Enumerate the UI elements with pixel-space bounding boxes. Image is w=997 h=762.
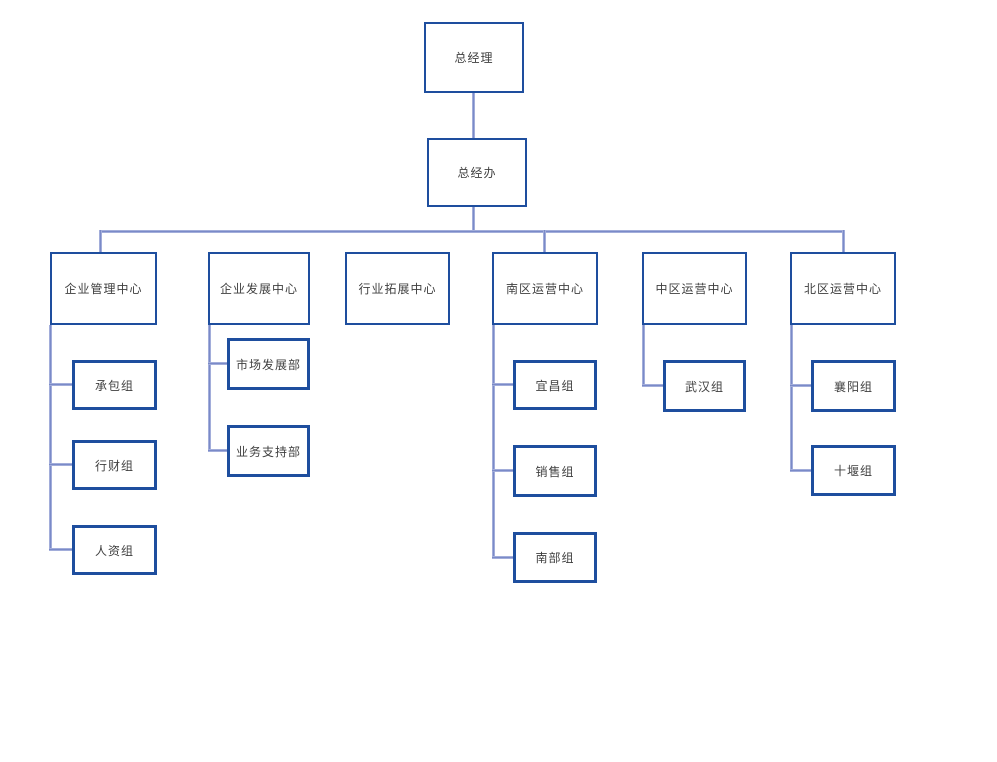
connector-gm-gmo: [472, 93, 475, 138]
org-node-southern-group[interactable]: 南部组: [513, 532, 597, 583]
connector-c2-spine: [208, 323, 211, 452]
org-node-admin-finance-group[interactable]: 行财组: [72, 440, 157, 490]
org-node-label: 总经办: [457, 166, 497, 180]
org-node-label: 襄阳组: [833, 379, 873, 394]
org-node-label: 承包组: [94, 378, 134, 393]
connector-c1b-stub: [49, 463, 72, 466]
org-node-industry-expansion-center[interactable]: 行业拓展中心: [345, 252, 450, 325]
connector-c6b-stub: [790, 469, 811, 472]
org-node-enterprise-mgmt-center[interactable]: 企业管理中心: [50, 252, 157, 325]
org-node-label: 北区运营中心: [803, 282, 882, 296]
org-node-gm-office[interactable]: 总经办: [427, 138, 527, 207]
org-node-label: 总经理: [454, 51, 494, 65]
org-node-central-ops-center[interactable]: 中区运营中心: [642, 252, 747, 325]
org-node-hr-group[interactable]: 人资组: [72, 525, 157, 575]
connector-drop-c6: [842, 230, 845, 253]
org-node-contracting-group[interactable]: 承包组: [72, 360, 157, 410]
org-node-label: 中区运营中心: [655, 282, 734, 296]
connector-c4-spine: [492, 325, 495, 559]
org-node-label: 行业拓展中心: [358, 282, 437, 296]
connector-trunk: [99, 230, 845, 233]
connector-gmo-trunk: [472, 207, 475, 232]
connector-c2b-stub: [208, 449, 227, 452]
connector-c6-spine: [790, 325, 793, 472]
connector-c5a-stub: [642, 384, 663, 387]
org-node-south-ops-center[interactable]: 南区运营中心: [492, 252, 598, 325]
org-node-label: 武汉组: [684, 379, 724, 394]
connector-c5-spine: [642, 325, 645, 387]
connector-c1-spine: [49, 325, 52, 551]
connector-c4c-stub: [492, 556, 513, 559]
org-node-market-dev-dept[interactable]: 市场发展部: [227, 338, 310, 390]
org-node-label: 企业发展中心: [219, 282, 298, 296]
org-node-sales-group[interactable]: 销售组: [513, 445, 597, 497]
org-node-yichang-group[interactable]: 宜昌组: [513, 360, 597, 410]
connector-c6a-stub: [790, 384, 811, 387]
connector-c2a-stub: [208, 362, 227, 365]
org-node-label: 企业管理中心: [64, 282, 143, 296]
org-node-enterprise-dev-center[interactable]: 企业发展中心: [208, 252, 310, 325]
connector-c4b-stub: [492, 469, 513, 472]
org-node-label: 市场发展部: [235, 357, 301, 372]
connector-drop-c1: [99, 230, 102, 253]
org-node-label: 人资组: [94, 543, 134, 558]
org-node-label: 宜昌组: [535, 378, 575, 393]
org-node-north-ops-center[interactable]: 北区运营中心: [790, 252, 896, 325]
connector-c1c-stub: [49, 548, 72, 551]
org-node-label: 十堰组: [833, 464, 873, 478]
connector-c1a-stub: [49, 383, 72, 386]
org-node-label: 南区运营中心: [505, 282, 584, 296]
org-node-business-support-dept[interactable]: 业务支持部: [227, 425, 310, 477]
org-node-label: 业务支持部: [235, 444, 301, 459]
org-node-label: 销售组: [535, 464, 575, 479]
org-node-wuhan-group[interactable]: 武汉组: [663, 360, 746, 412]
connector-drop-c4: [543, 230, 546, 253]
org-node-general-manager[interactable]: 总经理: [424, 22, 524, 93]
org-node-label: 行财组: [94, 458, 134, 473]
org-node-shiyan-group[interactable]: 十堰组: [811, 445, 896, 496]
org-node-xiangyang-group[interactable]: 襄阳组: [811, 360, 896, 412]
org-node-label: 南部组: [535, 551, 575, 565]
connector-c4a-stub: [492, 383, 513, 386]
